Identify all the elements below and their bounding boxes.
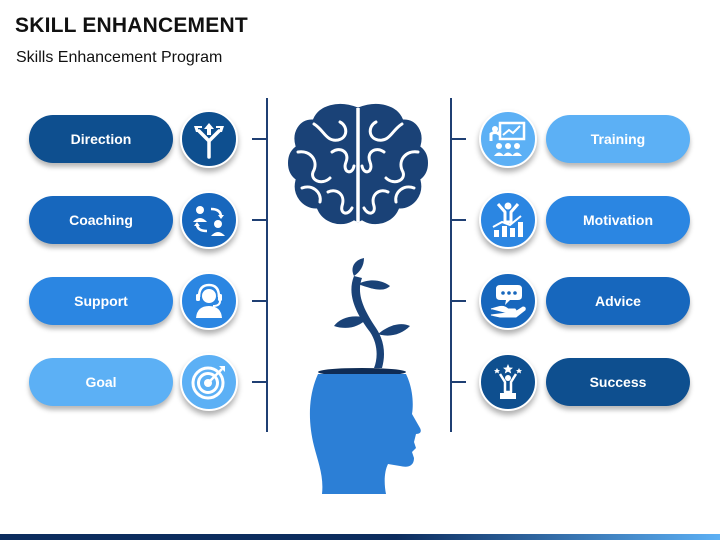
advice-circle[interactable] <box>479 272 537 330</box>
support-label: Support <box>74 293 128 309</box>
left-connector-line <box>266 98 268 432</box>
right-connector-tick <box>452 381 466 383</box>
direction-label: Direction <box>70 131 132 147</box>
right-connector-tick <box>452 300 466 302</box>
coaching-circle[interactable] <box>180 191 238 249</box>
advice-label: Advice <box>595 293 641 309</box>
support-circle[interactable] <box>180 272 238 330</box>
sprout-icon <box>334 258 410 368</box>
head-silhouette <box>309 368 421 494</box>
motivation-pill[interactable]: Motivation <box>546 196 690 244</box>
training-label: Training <box>590 131 646 147</box>
target-icon <box>191 366 225 400</box>
right-connector-tick <box>452 219 466 221</box>
footer-gradient-bar <box>0 534 720 540</box>
left-connector-tick <box>252 138 266 140</box>
brain-tree-head-illustration <box>285 101 431 494</box>
motivation-growth-icon <box>492 202 523 237</box>
page-subtitle: Skills Enhancement Program <box>16 49 223 66</box>
left-connector-tick <box>252 300 266 302</box>
brain-icon <box>285 101 431 227</box>
left-connector-tick <box>252 219 266 221</box>
page-title: SKILL ENHANCEMENT <box>15 14 248 37</box>
success-label: Success <box>589 374 647 390</box>
motivation-circle[interactable] <box>479 191 537 249</box>
direction-pill[interactable]: Direction <box>29 115 173 163</box>
coaching-label: Coaching <box>69 212 133 228</box>
coaching-icon <box>193 206 225 236</box>
goal-circle[interactable] <box>180 353 238 411</box>
success-pill[interactable]: Success <box>546 358 690 406</box>
direction-arrows-icon <box>194 123 224 159</box>
support-pill[interactable]: Support <box>29 277 173 325</box>
goal-pill[interactable]: Goal <box>29 358 173 406</box>
training-circle[interactable] <box>479 110 537 168</box>
success-circle[interactable] <box>479 353 537 411</box>
right-connector-line <box>450 98 452 432</box>
training-presentation-icon <box>489 121 526 156</box>
direction-circle[interactable] <box>180 110 238 168</box>
right-connector-tick <box>452 138 466 140</box>
advice-hand-icon <box>490 285 526 318</box>
training-pill[interactable]: Training <box>546 115 690 163</box>
coaching-pill[interactable]: Coaching <box>29 196 173 244</box>
advice-pill[interactable]: Advice <box>546 277 690 325</box>
success-trophy-icon <box>494 364 522 399</box>
left-connector-tick <box>252 381 266 383</box>
headset-support-icon <box>196 283 222 318</box>
goal-label: Goal <box>85 374 117 390</box>
motivation-label: Motivation <box>583 212 653 228</box>
